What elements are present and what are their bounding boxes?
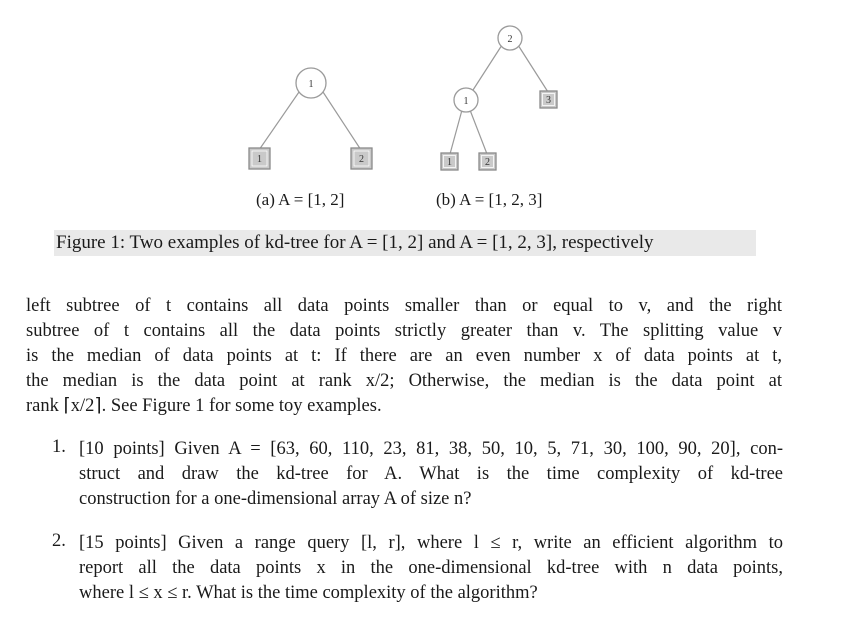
tree-b-inner-node: 1 xyxy=(453,87,479,113)
tree-b-leaf-3: 3 xyxy=(539,90,558,109)
tree-b-leaf-1: 1 xyxy=(440,152,459,171)
question-1-body: [10 points] Given A = [63, 60, 110, 23, … xyxy=(79,437,783,512)
tree-b-leaf-1-label: 1 xyxy=(447,157,452,168)
question-line: [10 points] Given A = [63, 60, 110, 23, … xyxy=(79,439,783,459)
tree-b: 2 1 1 2 3 xyxy=(440,25,558,171)
question-line: report all the data points x in the one-… xyxy=(79,558,783,578)
question-line: where l ≤ x ≤ r. What is the time comple… xyxy=(79,583,538,603)
kd-tree-figure: 1 1 2 2 1 1 xyxy=(248,25,558,171)
tree-b-root-label: 2 xyxy=(508,34,513,45)
tree-a-leaf-1-label: 1 xyxy=(257,154,262,165)
paragraph-line: is the median of data points at t: If th… xyxy=(26,346,782,366)
paragraph-line: left subtree of t contains all data poin… xyxy=(26,296,782,316)
figure-caption: Figure 1: Two examples of kd-tree for A … xyxy=(54,230,756,256)
tree-b-root-node: 2 xyxy=(497,25,523,51)
question-line: [15 points] Given a range query [l, r], … xyxy=(79,533,783,553)
paragraph-line: rank ⌈x/2⌉. See Figure 1 for some toy ex… xyxy=(26,396,382,416)
tree-b-caption: (b) A = [1, 2, 3] xyxy=(436,190,543,209)
paragraph-line: subtree of t contains all the data point… xyxy=(26,321,782,341)
tree-b-leaf-3-label: 3 xyxy=(546,95,551,106)
tree-b-leaf-2-label: 2 xyxy=(485,157,490,168)
tree-a-caption: (a) A = [1, 2] xyxy=(256,190,345,209)
tree-a-leaf-2: 2 xyxy=(350,147,373,170)
question-2-number: 2. xyxy=(52,531,66,551)
tree-a: 1 1 2 xyxy=(248,67,373,170)
question-line: struct and draw the kd-tree for A. What … xyxy=(79,464,783,484)
paragraph-line: the median is the data point at rank x/2… xyxy=(26,371,782,391)
question-1-number: 1. xyxy=(52,437,66,457)
tree-a-root-label: 1 xyxy=(309,79,314,90)
question-2-body: [15 points] Given a range query [l, r], … xyxy=(79,531,783,606)
body-paragraph: left subtree of t contains all data poin… xyxy=(26,294,782,419)
question-line: construction for a one-dimensional array… xyxy=(79,489,472,509)
tree-a-root-node: 1 xyxy=(295,67,327,99)
tree-b-leaf-2: 2 xyxy=(478,152,497,171)
tree-a-leaf-1: 1 xyxy=(248,147,271,170)
tree-b-inner-label: 1 xyxy=(464,96,469,107)
tree-a-leaf-2-label: 2 xyxy=(359,154,364,165)
